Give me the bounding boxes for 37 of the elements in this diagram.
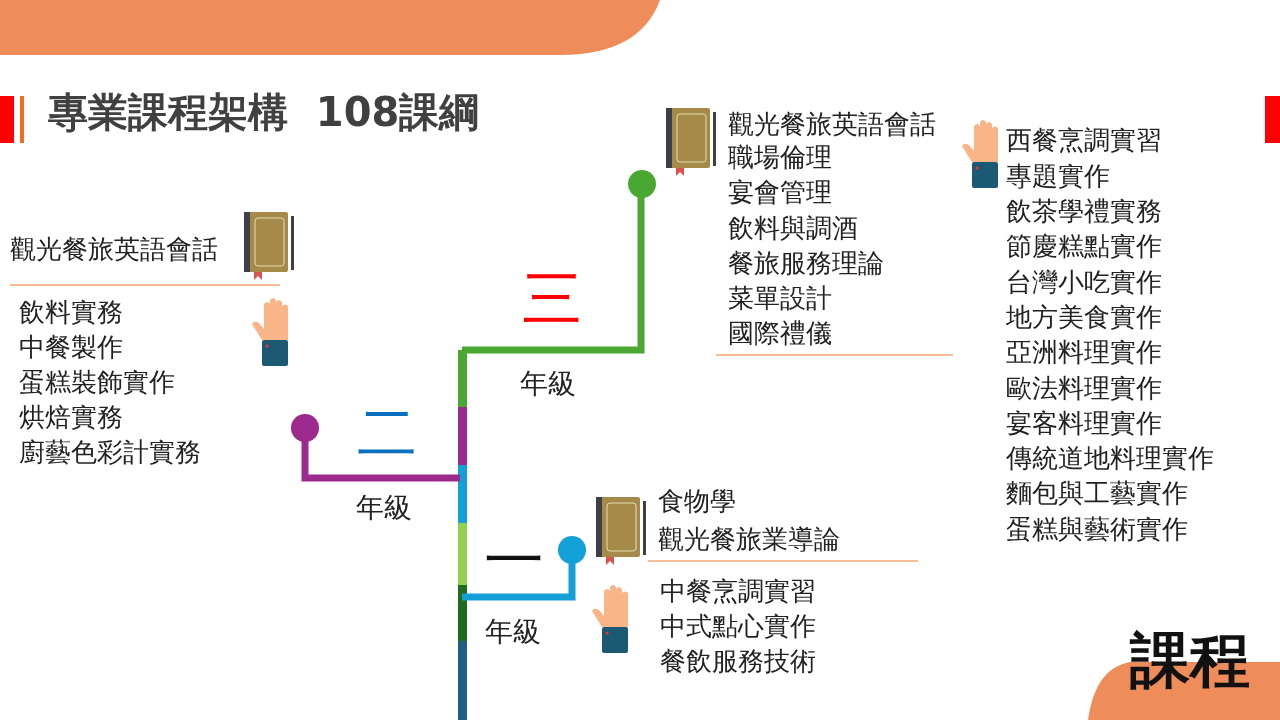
course-name: 中式點心實作 bbox=[660, 611, 816, 643]
course-name: 宴會管理 bbox=[728, 177, 832, 209]
course-name: 亞洲料理實作 bbox=[1006, 337, 1162, 369]
course-name: 台灣小吃實作 bbox=[1006, 266, 1162, 298]
course-name: 中餐烹調實習 bbox=[660, 576, 816, 608]
course-name: 地方美食實作 bbox=[1006, 301, 1162, 334]
grade-numeral: 一 bbox=[484, 524, 544, 596]
grade-numeral: 三 bbox=[522, 262, 582, 334]
course-name: 西餐烹調實習 bbox=[1006, 125, 1162, 157]
course-name: 觀光餐旅英語會話 bbox=[728, 109, 936, 141]
course-name: 飲料與調酒 bbox=[728, 213, 858, 245]
course-name: 廚藝色彩計實務 bbox=[19, 437, 201, 469]
course-name: 國際禮儀 bbox=[728, 318, 832, 350]
course-name: 蛋糕裝飾實作 bbox=[19, 367, 175, 399]
course-name: 專題實作 bbox=[1006, 160, 1110, 192]
course-name: 飲料實務 bbox=[19, 297, 123, 329]
course-name: 中餐製作 bbox=[19, 332, 123, 364]
course-name: 飲茶學禮實務 bbox=[1006, 196, 1162, 228]
course-name: 節慶糕點實作 bbox=[1006, 231, 1162, 263]
grade-numeral: 二 bbox=[357, 396, 417, 468]
course-name: 蛋糕與藝術實作 bbox=[1006, 513, 1188, 545]
course-name: 傳統道地料理實作 bbox=[1006, 443, 1214, 475]
course-name: 麵包與工藝實作 bbox=[1006, 478, 1188, 510]
course-name: 宴客料理實作 bbox=[1006, 407, 1162, 439]
course-name: 歐法料理實作 bbox=[1006, 372, 1162, 404]
course-name: 觀光餐旅英語會話 bbox=[10, 234, 218, 266]
slide-title: 專業課程架構 108課綱 bbox=[48, 88, 480, 136]
course-name: 職場倫理 bbox=[728, 142, 832, 174]
course-name: 烘焙實務 bbox=[19, 402, 123, 434]
course-name: 餐旅服務理論 bbox=[728, 248, 884, 280]
course-name: 食物學 bbox=[658, 486, 736, 518]
course-name: 餐飲服務技術 bbox=[660, 646, 816, 678]
grade-label: 年級 bbox=[356, 491, 412, 525]
course-name: 菜單設計 bbox=[728, 283, 832, 315]
course-name: 觀光餐旅業導論 bbox=[658, 524, 840, 556]
grade-label: 年級 bbox=[485, 615, 541, 649]
grade-label: 年級 bbox=[520, 367, 576, 401]
